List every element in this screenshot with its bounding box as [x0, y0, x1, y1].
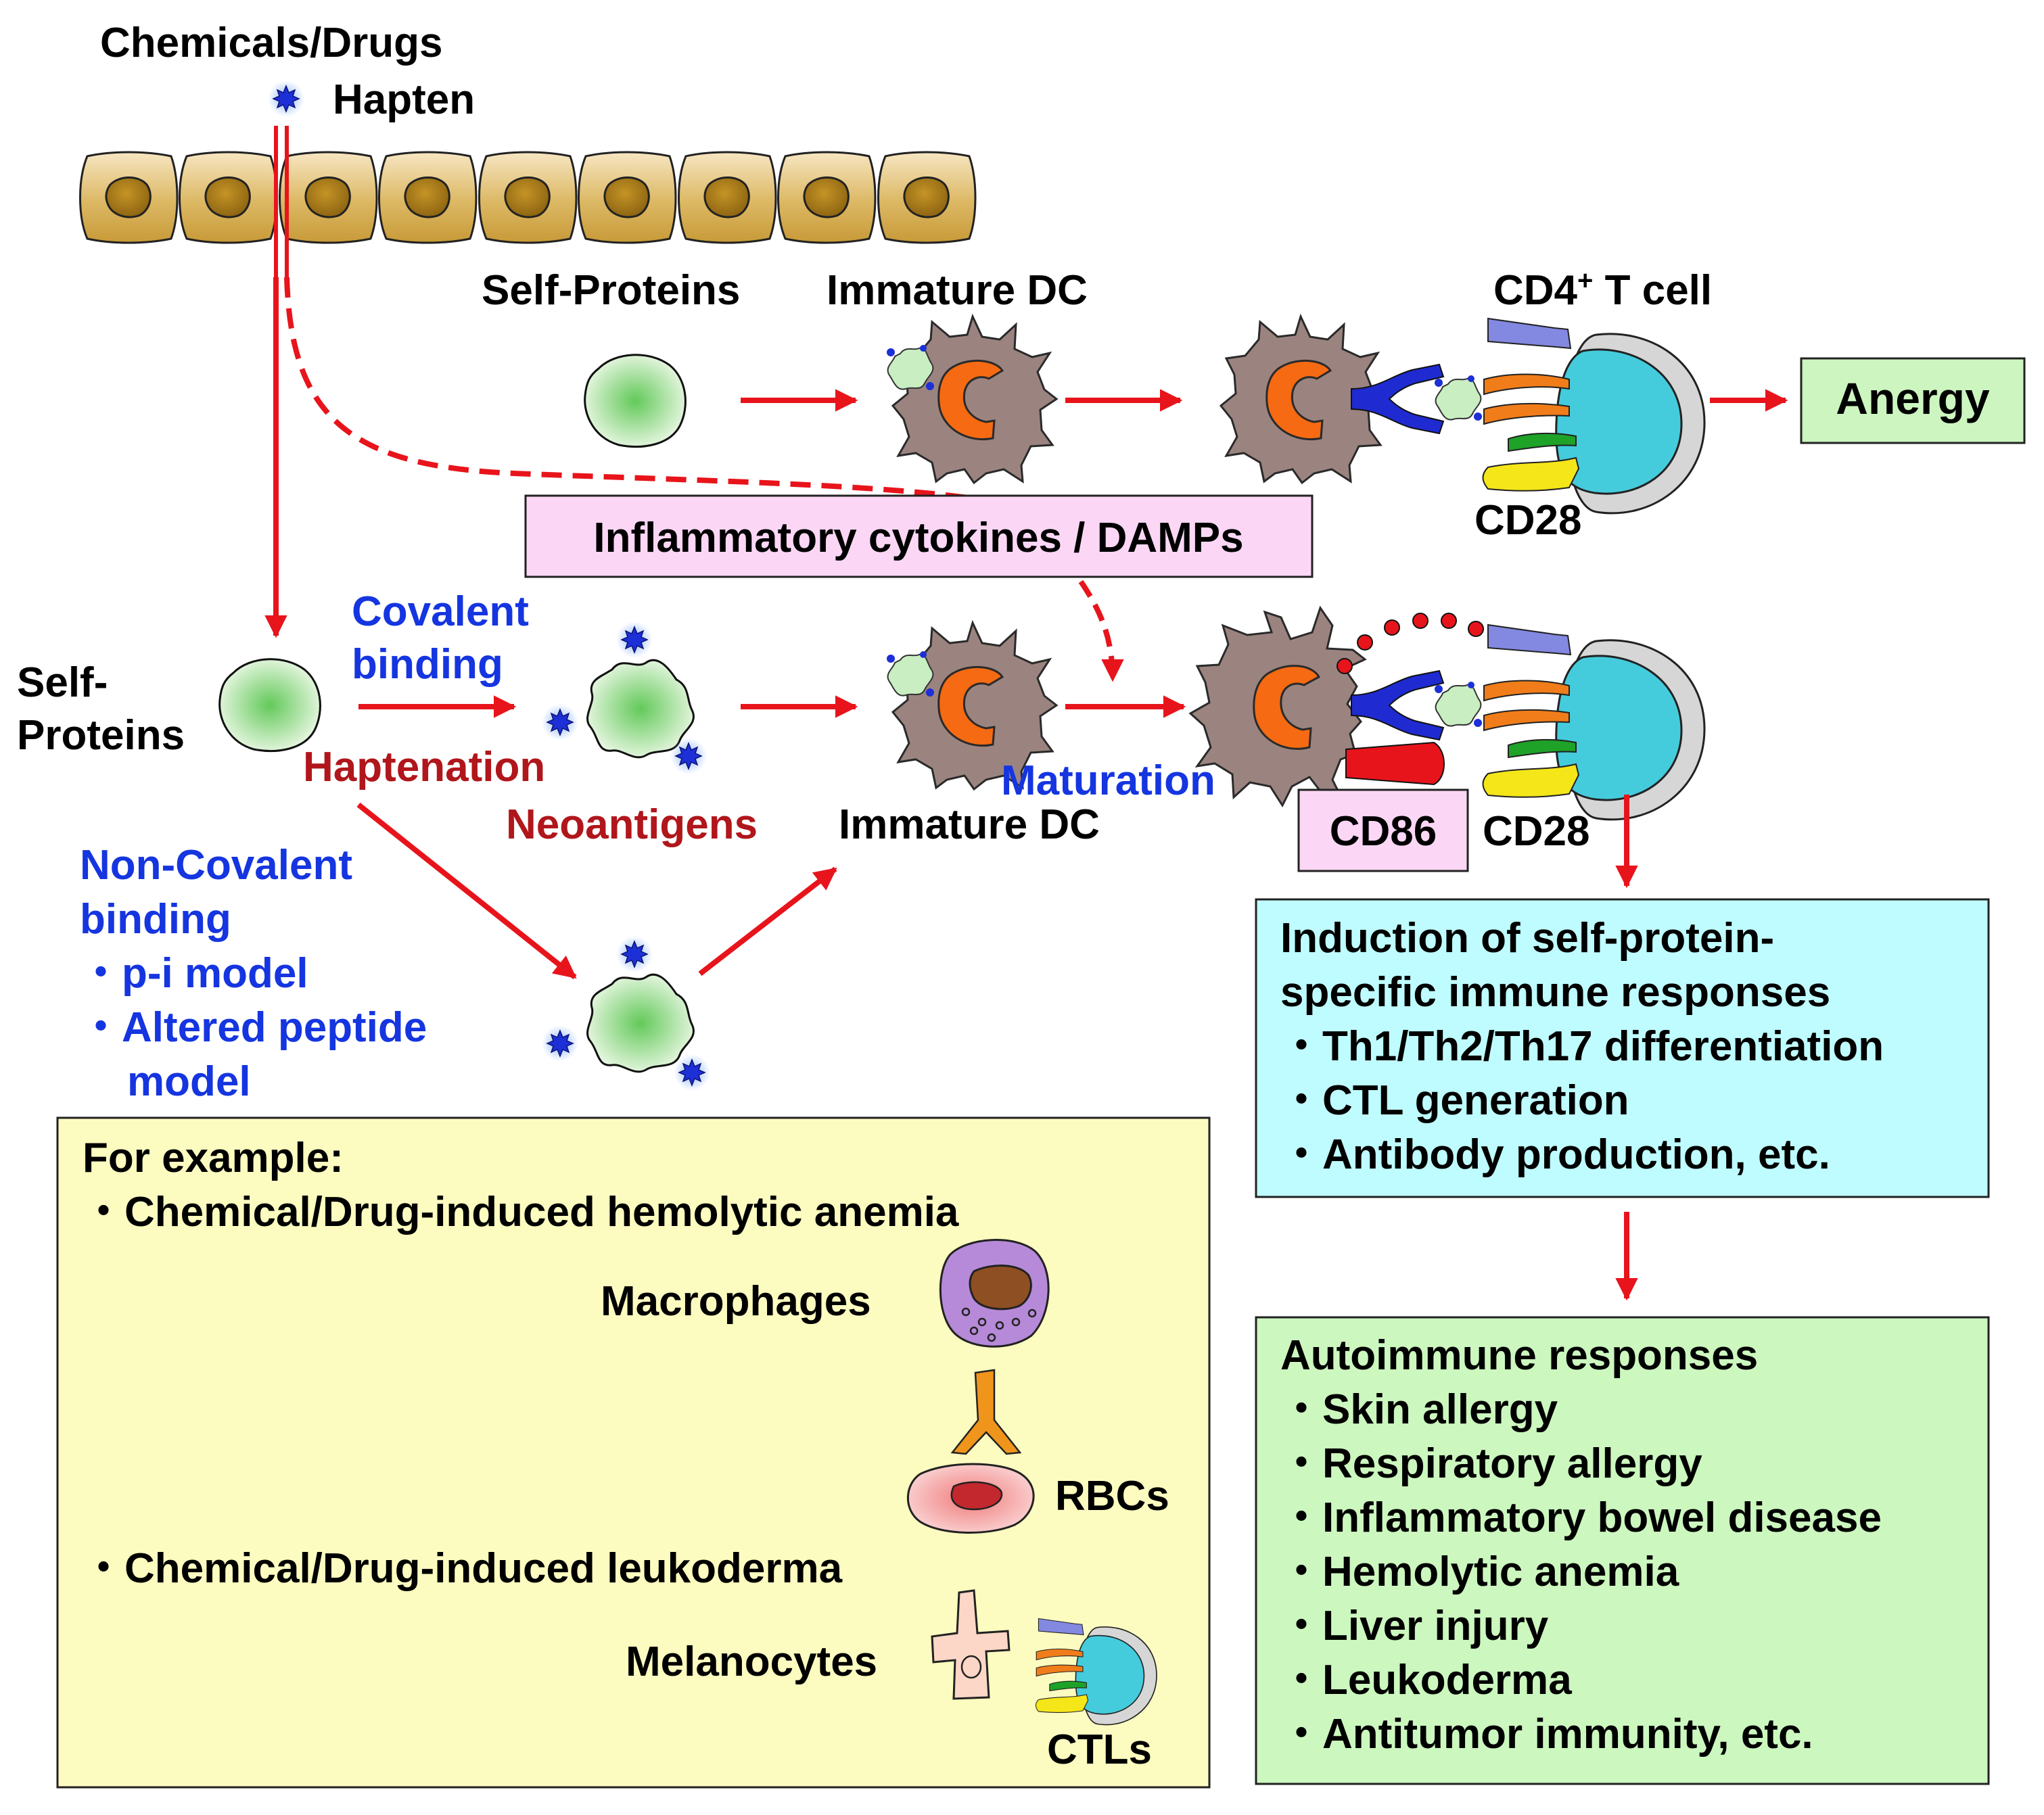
pi-model-label: ・p-i model [80, 950, 308, 997]
dashed-path-to-inflammatory [284, 277, 988, 503]
inflammatory-label: Inflammatory cytokines / DAMPs [593, 515, 1243, 561]
hapten-icon [541, 703, 579, 741]
mhc-bottom [1351, 670, 1444, 740]
hapten-icon [673, 1054, 711, 1091]
autoimmune-item: ・Liver injury [1280, 1603, 1549, 1649]
hapten-icon [615, 621, 653, 659]
cd86-label: CD86 [1330, 808, 1437, 855]
self-protein-left [218, 658, 321, 753]
autoimmune-item: ・Hemolytic anemia [1280, 1549, 1679, 1595]
induction-item: ・Th1/Th2/Th17 differentiation [1280, 1023, 1884, 1070]
macrophage-icon [939, 1239, 1050, 1348]
neoantigen-noncovalent [586, 973, 695, 1073]
anergy-label: Anergy [1836, 373, 1990, 423]
self-proteins-left-label-2: Proteins [17, 712, 185, 759]
self-protein-top [584, 354, 687, 448]
immature-dc-top-label: Immature DC [827, 267, 1088, 314]
mature-dc [1189, 607, 1366, 807]
altered-peptide-model-label: model [127, 1058, 251, 1105]
dashed-arrow-to-maturation [1078, 580, 1124, 682]
cd28-top-label: CD28 [1474, 497, 1582, 544]
arrow-noncovalent-to-dc [698, 866, 837, 976]
rbc-icon [906, 1463, 1035, 1534]
presented-antigen-bottom [1434, 681, 1483, 728]
macrophages-label: Macrophages [601, 1278, 871, 1325]
cytokine-dots [1337, 613, 1484, 674]
chemicals-drugs-label: Chemicals/Drugs [100, 20, 443, 66]
autoimmune-item: ・Inflammatory bowel disease [1280, 1494, 1882, 1541]
neoantigens-label: Neoantigens [506, 801, 758, 848]
altered-peptide-label: ・Altered peptide [80, 1004, 427, 1051]
maturation-label: Maturation [1001, 757, 1215, 804]
melanocyte-nucleus [960, 1655, 982, 1679]
immature-dc-bottom-label: Immature DC [839, 801, 1100, 848]
melanocytes-label: Melanocytes [626, 1639, 877, 1685]
induction-box [1255, 898, 1990, 1198]
autoimmune-item: ・Leukoderma [1280, 1657, 1572, 1703]
example-item-hemolytic-anemia: ・Chemical/Drug-induced hemolytic anemia [83, 1189, 959, 1235]
autoimmune-title: Autoimmune responses [1280, 1332, 1758, 1379]
hapten-label: Hapten [333, 76, 475, 123]
ctls-label: CTLs [1047, 1726, 1152, 1773]
rbcs-label: RBCs [1055, 1473, 1169, 1519]
autoimmune-item: ・Skin allergy [1280, 1386, 1558, 1433]
cd4-t-cell-top [1482, 317, 1706, 515]
self-proteins-top-label: Self-Proteins [482, 267, 740, 314]
inflammatory-box [524, 494, 1314, 578]
autoimmune-item: ・Respiratory allergy [1280, 1440, 1702, 1487]
covalent-label-1: Covalent [352, 588, 529, 635]
induction-item: ・Antibody production, etc. [1280, 1131, 1830, 1178]
hapten-icon [267, 80, 305, 118]
cd86-box [1297, 788, 1469, 872]
cd4-t-cell-bottom [1482, 623, 1706, 821]
autoimmune-box [1255, 1316, 1990, 1785]
antibody-icon [950, 1369, 1022, 1455]
induction-title-2: specific immune responses [1280, 969, 1830, 1016]
haptenation-label: Haptenation [303, 744, 545, 791]
anergy-box [1800, 357, 2026, 444]
noncovalent-label-2: binding [80, 896, 231, 943]
presented-antigen-top [1434, 375, 1483, 421]
hapten-icon [615, 935, 653, 973]
hapten-icon [541, 1024, 579, 1062]
autoimmune-item: ・Antitumor immunity, etc. [1280, 1711, 1813, 1758]
cd4-t-cell-label: CD4+ T cell [1493, 266, 1712, 314]
hapten-icon [670, 737, 707, 775]
melanocyte-icon [931, 1589, 1011, 1700]
example-item-leukoderma: ・Chemical/Drug-induced leukoderma [83, 1545, 843, 1592]
self-proteins-left-label-1: Self- [17, 659, 108, 706]
arrow-noncovalent-binding [356, 802, 577, 980]
induction-title-1: Induction of self-protein- [1280, 915, 1774, 962]
example-title: For example: [83, 1135, 344, 1181]
epithelial-cell-layer [79, 151, 977, 244]
induction-item: ・CTL generation [1280, 1077, 1629, 1124]
covalent-label-2: binding [352, 641, 503, 688]
cd86-molecule [1345, 741, 1445, 786]
cd28-bottom-label: CD28 [1483, 808, 1590, 855]
noncovalent-label-1: Non-Covalent [80, 842, 352, 889]
immature-dc-top [891, 315, 1058, 484]
